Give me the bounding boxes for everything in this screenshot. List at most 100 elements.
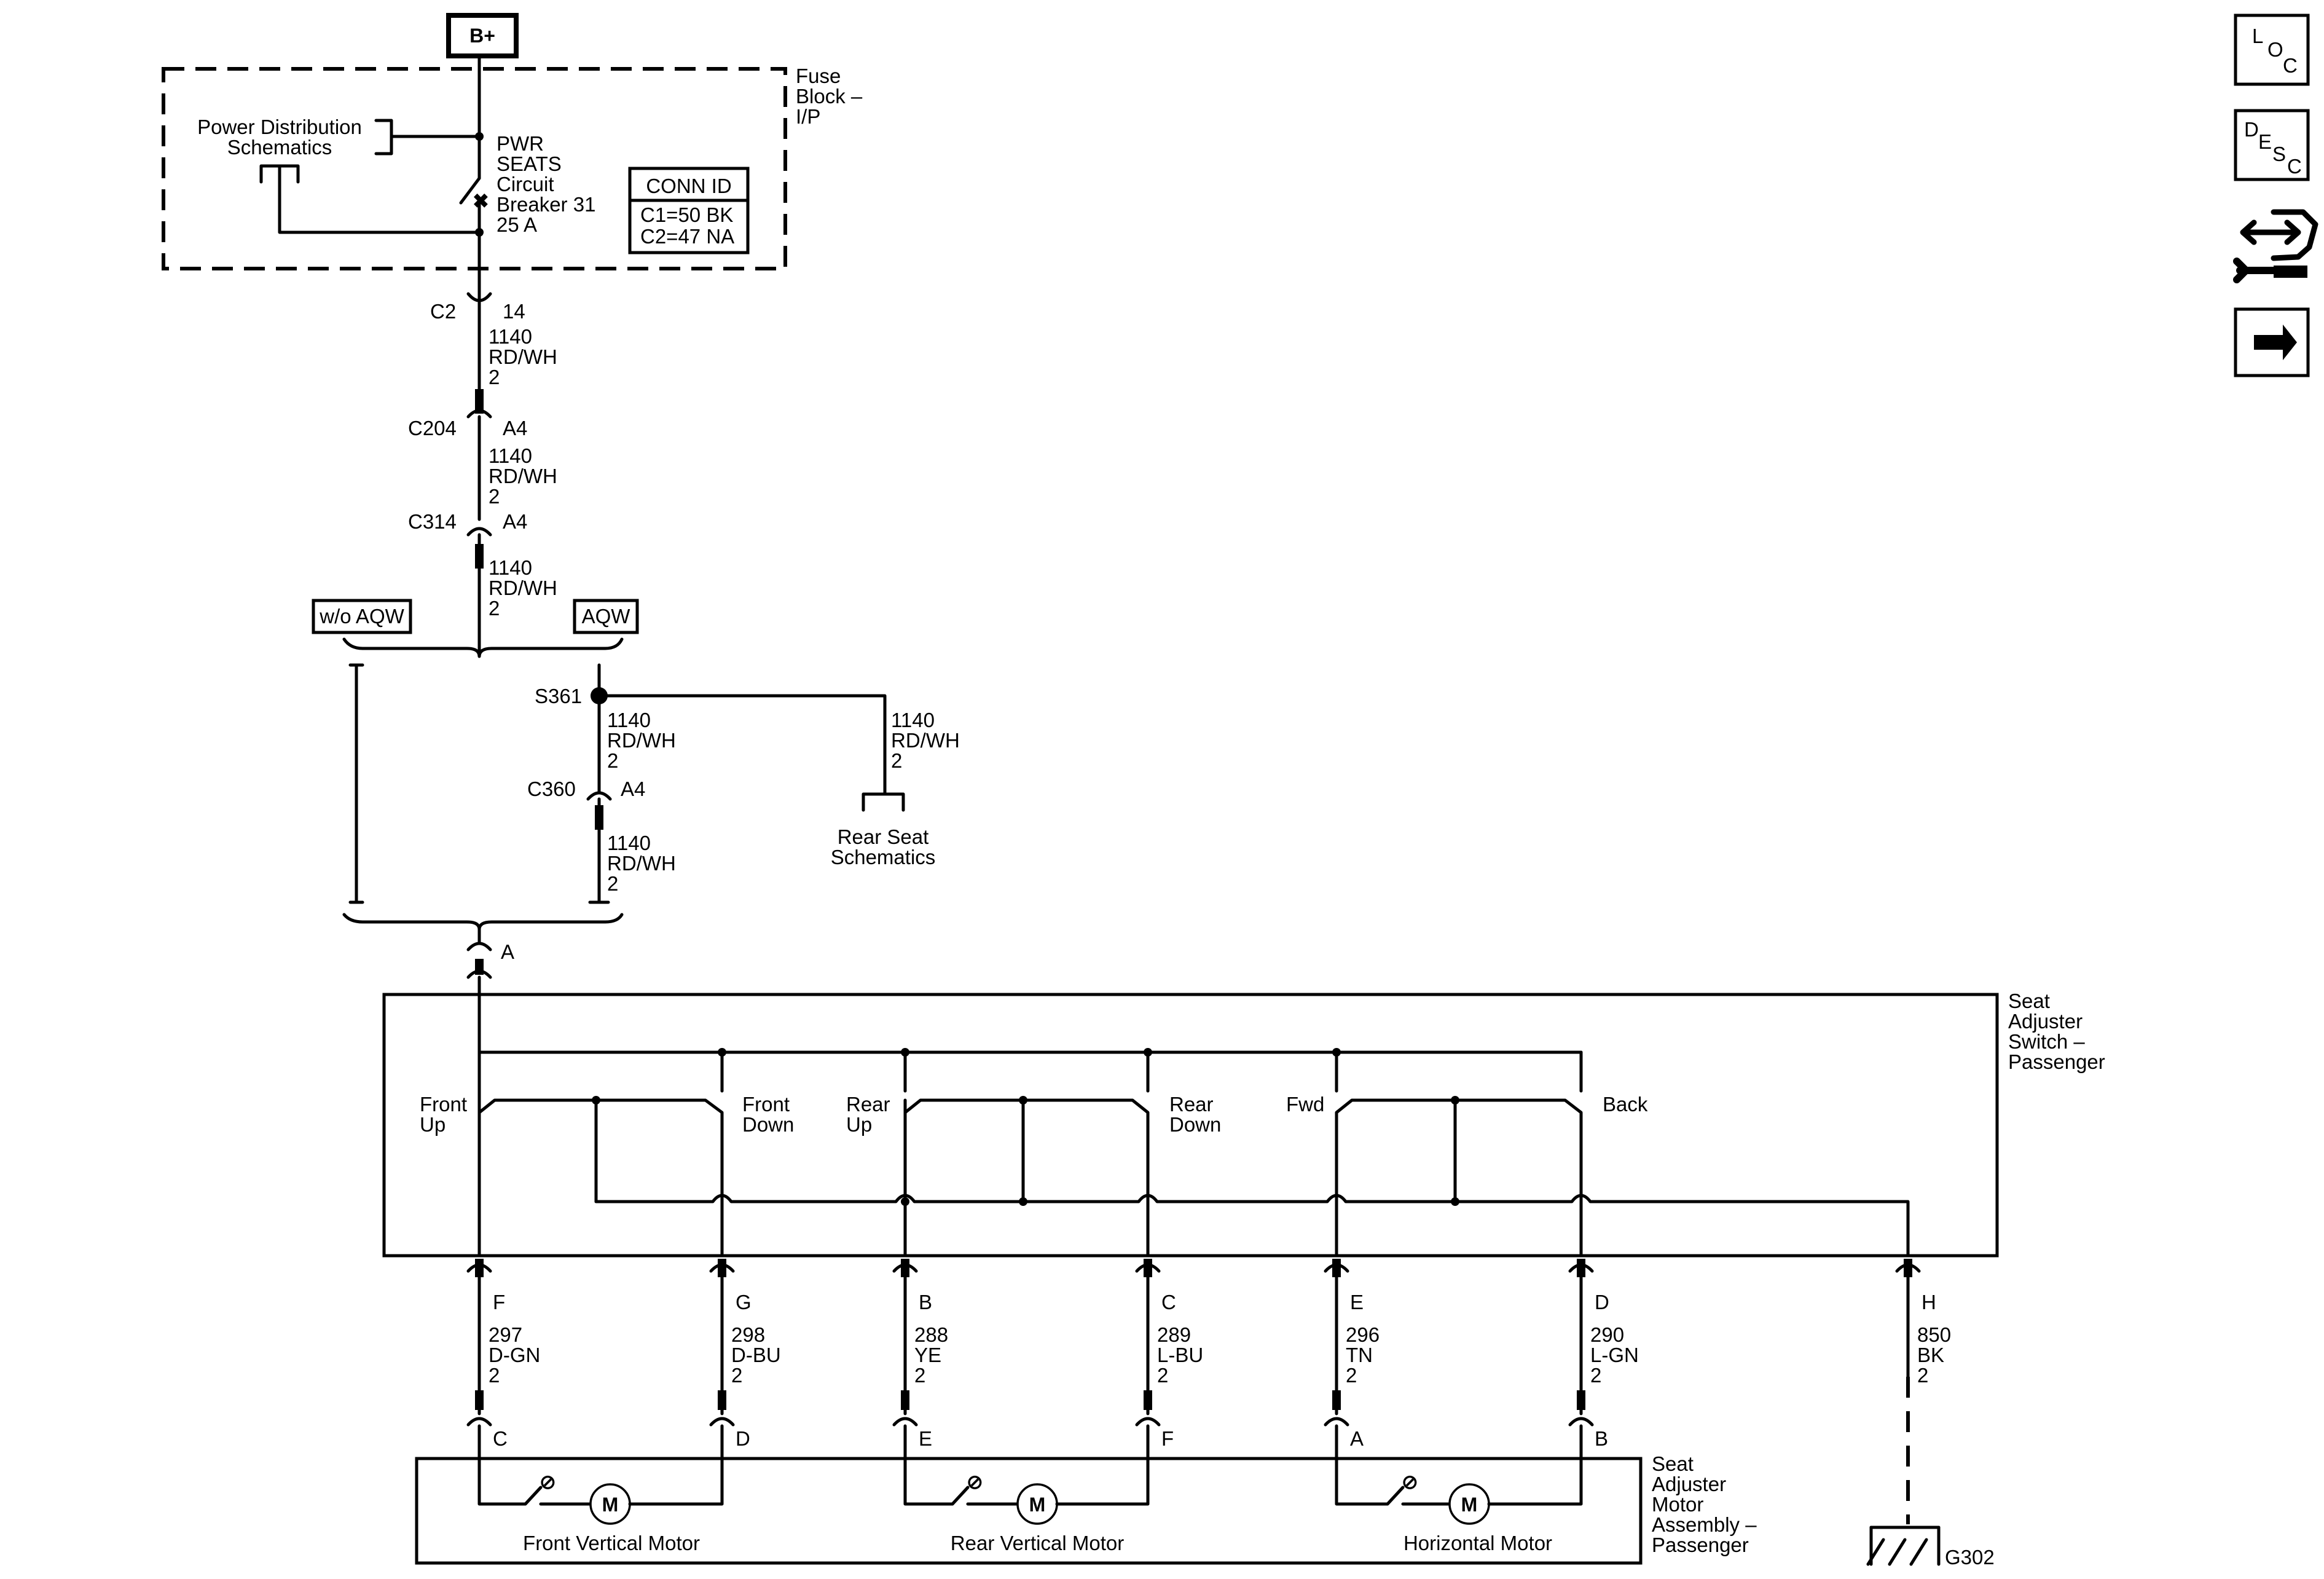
connector-c204-pin: A4 [503,417,527,439]
horizontal-motor-symbol: M [1461,1494,1478,1516]
wire-1140-color-a: RD/WH [489,345,557,368]
wire-1140-color-b: RD/WH [489,465,557,487]
rear-seat-wire-color: RD/WH [891,729,960,752]
harness-color-296: TN [1346,1344,1373,1366]
harness-circuit-288: 288 [914,1323,948,1346]
harness-gauge-290: 2 [1590,1364,1601,1387]
position-front-up-line1: Front [420,1093,467,1116]
rear-seat-schematics-reference[interactable]: Rear Seat Schematics [831,825,936,868]
seat-adjuster-motor-assembly-passenger: Seat Adjuster Motor Assembly – Passenger [415,1452,1757,1565]
fuse-block-ip: Fuse Block – I/P [162,65,863,270]
front-vertical-motor: ⊘ M Front Vertical Motor [477,1424,724,1554]
position-rear-up-line2: Up [846,1113,872,1136]
seat-adjuster-switch-passenger: Seat Adjuster Switch – Passenger [382,990,2105,1258]
aqw-wire-color-a: RD/WH [607,729,676,752]
connector-c2-label: C2 [430,300,456,323]
power-distribution-reference[interactable]: Power Distribution Schematics [197,116,481,234]
description-icon[interactable]: D E S C [2234,109,2310,181]
breaker-label-line3: Circuit [497,173,554,195]
switch-label-line1: Seat [2008,990,2050,1012]
ground-g302: G302 [1866,1377,1995,1569]
harness-gauge-850: 2 [1917,1364,1928,1387]
harness-motor-pin-C: C [493,1427,508,1450]
front-motor-symbol: M [602,1494,619,1516]
connector-c204-label: C204 [408,417,457,439]
front-vertical-motor-label: Front Vertical Motor [523,1532,700,1554]
position-rear-up-line1: Rear [846,1093,890,1116]
connector-c2 [466,292,492,302]
position-rear-down-line2: Down [1169,1113,1221,1136]
connector-c360-pin: A4 [621,778,645,800]
switch-label-line2: Adjuster [2008,1010,2083,1033]
loc-letter-c: C [2283,54,2298,77]
next-page-icon[interactable] [2234,307,2310,377]
ground-g302-label: G302 [1945,1546,1995,1569]
rear-seat-wire-circuit: 1140 [891,709,935,731]
rear-seat-wire-gauge: 2 [891,749,902,772]
motor-assembly-label-line2: Adjuster [1652,1473,1726,1495]
front-motor-thermal-icon: ⊘ [540,1471,556,1493]
harness-switch-pin-B: B [919,1291,932,1313]
horizontal-motor: ⊘ M Horizontal Motor [1335,1424,1583,1554]
breaker-label-line1: PWR [497,132,544,155]
harness-motor-pin-D: D [736,1427,750,1450]
rear-seat-label-line2: Schematics [831,846,936,868]
motor-assembly-label-line5: Passenger [1652,1534,1749,1556]
wire-1140-circuit-c: 1140 [489,556,532,579]
motor-assembly-label-line4: Assembly – [1652,1513,1757,1536]
connector-c314 [466,527,492,537]
harness-motor-pin-F: F [1161,1427,1174,1450]
harness-gauge-289: 2 [1157,1364,1168,1387]
switch-position-labels: Front Up Front Down Rear Up Rear Down Fw… [420,1093,1648,1136]
option-without-aqw: w/o AQW [312,599,412,634]
aqw-wire-circuit-b: 1140 [607,832,651,854]
harness-circuit-850: 850 [1917,1323,1951,1346]
b-plus-label: B+ [469,25,495,47]
harness-color-290: L-GN [1590,1344,1639,1366]
harness-switch-pin-H: H [1922,1291,1936,1313]
wire-1140-circuit-b: 1140 [489,444,532,467]
horizontal-motor-thermal-icon: ⊘ [1402,1471,1418,1493]
desc-letter-d: D [2244,118,2259,141]
switch-label-line3: Switch – [2008,1030,2085,1053]
circuit-breaker-label: PWR SEATS Circuit Breaker 31 25 A [497,132,595,236]
connector-c360-label: C360 [527,778,576,800]
location-icon[interactable]: L O C [2234,14,2310,86]
connector-c314-pin: A4 [503,510,527,533]
switch-input-pin-a: A [501,940,514,963]
breaker-label-line2: SEATS [497,152,562,175]
fuse-block-label-line1: Fuse [796,65,841,87]
breaker-label-line5: 25 A [497,213,537,236]
motor-assembly-label-line1: Seat [1652,1452,1694,1475]
harness-wires: F297D-GN2CG298D-BU2DB288YE2EC289L-BU2FE2… [466,1259,1951,1450]
diagnostic-tools-icon[interactable] [2233,209,2318,283]
harness-gauge-298: 2 [731,1364,742,1387]
connector-c204 [466,409,492,419]
harness-color-289: L-BU [1157,1344,1203,1366]
harness-circuit-289: 289 [1157,1323,1191,1346]
splice-s361-label: S361 [535,685,582,707]
horizontal-motor-label: Horizontal Motor [1403,1532,1552,1554]
position-front-down-line1: Front [742,1093,790,1116]
harness-switch-pin-D: D [1595,1291,1609,1313]
loc-letter-l: L [2252,25,2263,47]
harness-circuit-298: 298 [731,1323,765,1346]
connector-c314-label: C314 [408,510,457,533]
rear-seat-label-line1: Rear Seat [838,825,929,848]
position-back: Back [1603,1093,1648,1116]
position-front-down-line2: Down [742,1113,794,1136]
aqw-wire-circuit-a: 1140 [607,709,651,731]
wire-1140-gauge-b: 2 [489,485,500,508]
harness-circuit-296: 296 [1346,1323,1380,1346]
harness-motor-pin-E: E [919,1427,932,1450]
harness-switch-pin-E: E [1350,1291,1364,1313]
option-aqw: AQW [573,599,639,634]
battery-positive-source: B+ [446,13,519,58]
aqw-wire-color-b: RD/WH [607,852,676,875]
